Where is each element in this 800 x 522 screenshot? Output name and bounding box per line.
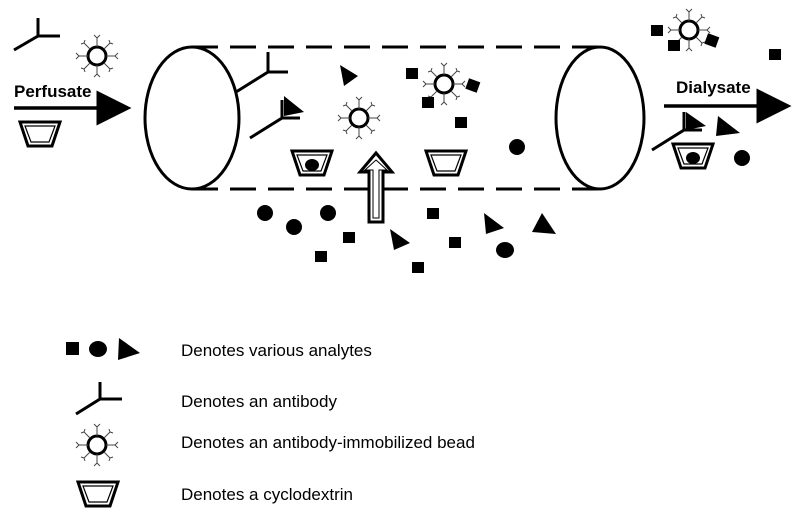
probe-cyclodextrin-with-analyte	[290, 149, 334, 177]
membrane-left-end	[143, 45, 241, 191]
outlet-analyte-square	[769, 49, 781, 60]
outlet-analyte-circle	[734, 150, 750, 166]
outlet-bead-with-analytes	[651, 7, 720, 53]
cyclodextrin-icon	[76, 480, 120, 508]
analyte-shapes-icon	[66, 338, 140, 360]
outlet-antibody-bound-icon	[651, 112, 706, 152]
dialysis-membrane	[143, 45, 646, 191]
inlet-cyclodextrin-icon	[18, 120, 62, 148]
legend-text-bead: Denotes an antibody-immobilized bead	[181, 433, 475, 452]
legend-text-cyclodextrin: Denotes a cyclodextrin	[181, 485, 353, 504]
probe-antibody-icon	[235, 52, 288, 94]
antibody-bead-icon	[74, 422, 120, 468]
analyte-square	[455, 117, 467, 128]
probe-cyclodextrin-icon	[424, 149, 468, 177]
probe-bead-icon	[336, 95, 382, 141]
tissue-analytes	[257, 205, 556, 273]
probe-antibody-bound-icon	[249, 96, 304, 140]
bead-with-analytes	[406, 61, 481, 108]
outlet-cyclodextrin-with-analyte	[671, 142, 715, 170]
dialysate-label: Dialysate	[676, 78, 751, 97]
inlet-bead-icon	[74, 33, 120, 79]
legend-text-antibody: Denotes an antibody	[181, 392, 337, 411]
perfusate-label: Perfusate	[14, 82, 91, 101]
legend: Denotes various analytes Denotes an anti…	[66, 338, 475, 508]
membrane-right-end	[554, 45, 646, 191]
outlet-analyte-triangle	[716, 116, 740, 136]
legend-text-analytes: Denotes various analytes	[181, 341, 372, 360]
analyte-triangle	[340, 65, 358, 86]
antibody-icon	[75, 382, 122, 416]
analyte-circle	[509, 139, 525, 155]
diffusion-arrow	[356, 150, 396, 224]
inlet-antibody-icon	[13, 18, 60, 52]
